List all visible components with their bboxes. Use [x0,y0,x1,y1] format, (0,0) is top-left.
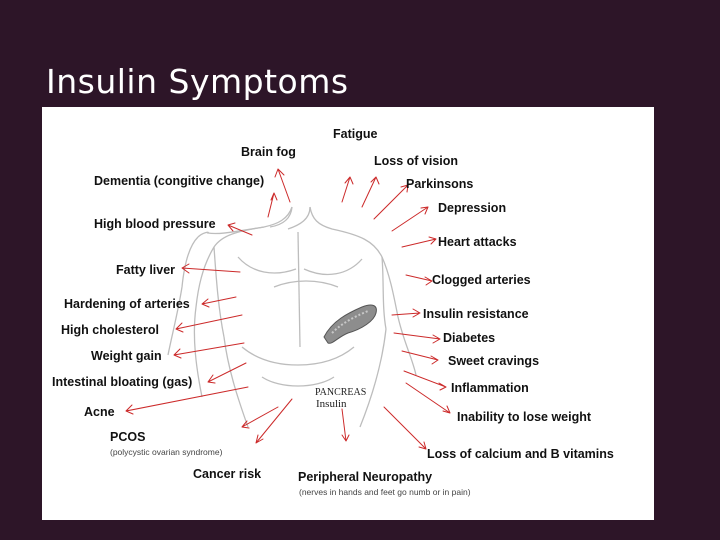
arrow-parkinsons [373,184,409,220]
arrow-weight-gain [173,342,245,359]
label-sweet-cravings: Sweet cravings [448,354,540,368]
label-fatigue: Fatigue [333,127,378,141]
arrow-insulin-resistance [391,308,421,318]
label-acne: Acne [84,405,115,419]
arrow-pcos [241,406,279,429]
arrow-neuropathy [341,408,350,442]
label-inflammation: Inflammation [451,381,529,395]
arrow-sweet-cravings [401,350,439,365]
label-cancer-risk: Cancer risk [193,467,262,481]
label-hardening-of-arteries: Hardening of arteries [64,297,190,311]
arrow-bloating [207,362,247,384]
arrow-cholesterol [175,314,243,333]
note-neuropathy: (nerves in hands and feet go numb or in … [299,487,471,497]
label-insulin-resistance: Insulin resistance [423,307,529,321]
label-inability-to-lose-weight: Inability to lose weight [457,410,592,424]
label-loss-of-calcium: Loss of calcium and B vitamins [427,447,614,461]
arrow-brain-fog [274,168,291,203]
label-high-blood-pressure: High blood pressure [94,217,216,231]
label-high-cholesterol: High cholesterol [61,323,159,337]
arrow-cancer-risk [255,398,293,444]
body-illustration [125,168,451,450]
arrow-inflammation [403,370,447,391]
label-dementia: Dementia (congitive change) [94,174,265,188]
torso-outline [167,206,417,428]
label-heart-attacks: Heart attacks [438,235,517,249]
arrow-clogged-arteries [405,274,433,286]
note-pcos: (polycystic ovarian syndrome) [110,447,223,457]
slide-title: Insulin Symptoms [46,62,349,101]
arrow-acne [125,386,249,415]
pancreas-label: PANCREAS [315,387,367,398]
arrow-loss-of-vision [361,176,380,208]
arrow-hardening [201,296,237,308]
label-pcos: PCOS [110,430,146,444]
label-fatty-liver: Fatty liver [116,263,176,277]
label-peripheral-neuropathy: Peripheral Neuropathy [298,470,433,484]
arrow-depression [391,206,429,232]
arrow-dementia [267,192,278,218]
label-clogged-arteries: Clogged arteries [432,273,531,287]
symptom-arrows [125,168,451,450]
arrow-calcium [383,406,427,450]
label-diabetes: Diabetes [443,331,496,345]
arrow-inability [405,382,451,414]
label-intestinal-bloating: Intestinal bloating (gas) [52,375,193,389]
arrow-heart-attacks [401,236,437,248]
arrow-fatty-liver [181,263,241,274]
insulin-label: Insulin [316,398,347,410]
arrow-diabetes [393,332,441,344]
label-depression: Depression [438,201,507,215]
arrow-high-blood-pressure [227,222,253,236]
label-parkinsons: Parkinsons [406,177,474,191]
arrow-fatigue [341,176,354,203]
pancreas-shape [323,304,377,344]
label-weight-gain: Weight gain [91,349,162,363]
label-brain-fog: Brain fog [241,145,296,159]
insulin-symptoms-diagram: PANCREAS Insulin Brain fog Dementia (con… [42,107,654,520]
label-loss-of-vision: Loss of vision [374,154,459,168]
